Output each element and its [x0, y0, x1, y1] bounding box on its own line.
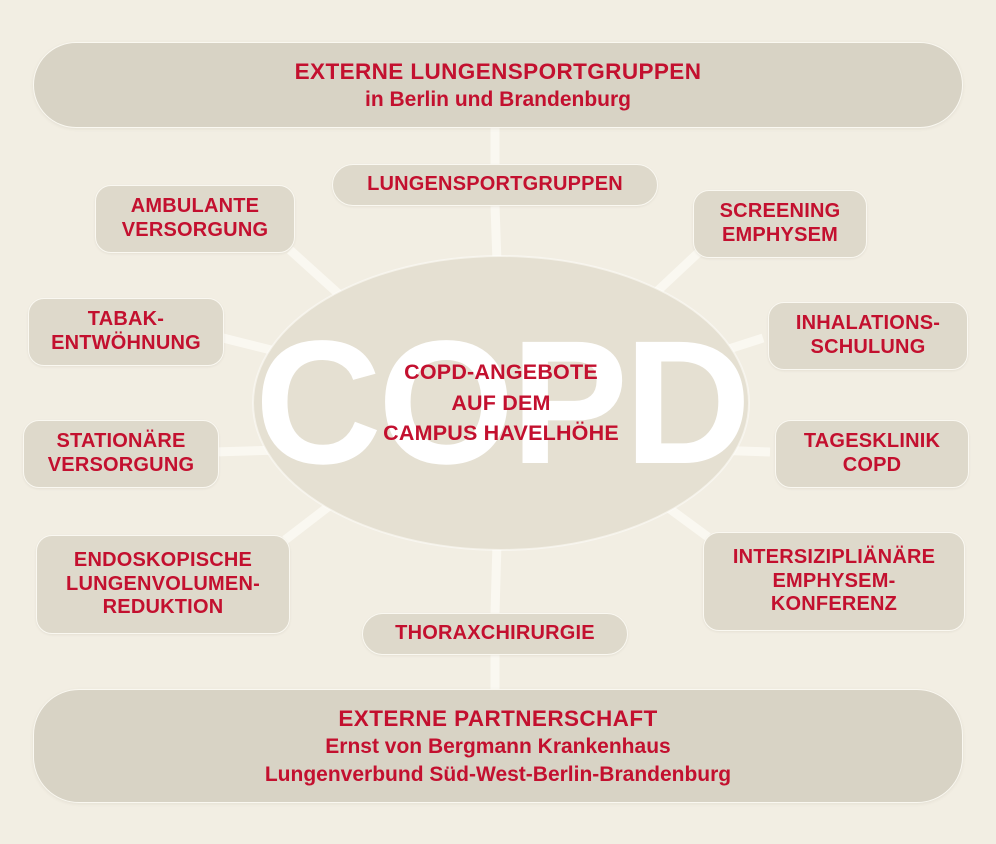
center-line2: AUF DEM: [451, 390, 551, 415]
node-endoskopische-lungenvolumenreduktion[interactable]: ENDOSKOPISCHE LUNGENVOLUMEN- REDUKTION: [36, 535, 290, 634]
node-interdisziplinaere-emphysemkonferenz-line3: KONFERENZ: [770, 593, 898, 616]
center-label: COPD-ANGEBOTE AUF DEM CAMPUS HAVELHÖHE: [254, 257, 748, 549]
node-endoskopische-lungenvolumenreduktion-line1: ENDOSKOPISCHE: [73, 549, 253, 572]
connector-lungensport-center: [490, 205, 502, 263]
node-stationaere-versorgung-line2: VERSORGUNG: [47, 454, 195, 476]
node-endoskopische-lungenvolumenreduktion-line2: LUNGENVOLUMEN-: [66, 572, 260, 595]
node-inhalationsschulung-text: INHALATIONS- SCHULUNG: [796, 312, 940, 359]
node-tagesklinik-copd-text: TAGESKLINIK COPD: [804, 430, 940, 477]
top-banner-line1: EXTERNE LUNGENSPORTGRUPPEN: [294, 58, 702, 84]
bottom-banner-line3: Lungenverbund Süd-West-Berlin-Brandenbur…: [264, 762, 732, 786]
node-ambulante-versorgung-line2: VERSORGUNG: [121, 219, 269, 241]
node-interdisziplinaere-emphysemkonferenz-line1: INTERSIZIPLIÄNÄRE: [732, 546, 936, 569]
copd-watermark-text: COPD: [254, 305, 752, 501]
node-screening-emphysem-line1: SCREENING: [719, 200, 841, 223]
node-tabakentwoehnung-line1: TABAK-: [87, 308, 165, 331]
node-endoskopische-lungenvolumenreduktion-line3: REDUKTION: [102, 596, 224, 619]
banner-externe-lungensportgruppen[interactable]: EXTERNE LUNGENSPORTGRUPPEN in Berlin und…: [33, 42, 963, 128]
node-screening-emphysem-line2: EMPHYSEM: [721, 224, 839, 246]
connector-center-thorax: [490, 542, 502, 614]
bottom-banner-line1: EXTERNE PARTNERSCHAFT: [338, 706, 658, 732]
node-tabakentwoehnung-text: TABAK- ENTWÖHNUNG: [51, 308, 201, 355]
node-tagesklinik-copd-line1: TAGESKLINIK: [803, 430, 941, 453]
node-stationaere-versorgung-text: STATIONÄRE VERSORGUNG: [48, 430, 194, 477]
node-endoskopische-lungenvolumenreduktion-text: ENDOSKOPISCHE LUNGENVOLUMEN- REDUKTION: [66, 549, 260, 620]
node-tagesklinik-copd-line2: COPD: [842, 454, 902, 476]
node-inhalationsschulung[interactable]: INHALATIONS- SCHULUNG: [768, 302, 968, 370]
node-lungensportgruppen-label: LUNGENSPORTGRUPPEN: [367, 173, 623, 196]
node-tabakentwoehnung[interactable]: TABAK- ENTWÖHNUNG: [28, 298, 224, 366]
node-tabakentwoehnung-line2: ENTWÖHNUNG: [51, 332, 201, 354]
node-ambulante-versorgung-text: AMBULANTE VERSORGUNG: [122, 195, 268, 242]
node-stationaere-versorgung-line1: STATIONÄRE: [56, 430, 186, 453]
node-interdisziplinaere-emphysemkonferenz[interactable]: INTERSIZIPLIÄNÄRE EMPHYSEM- KONFERENZ: [703, 532, 965, 631]
node-lungensportgruppen[interactable]: LUNGENSPORTGRUPPEN: [332, 164, 658, 206]
center-ellipse[interactable]: COPD COPD-ANGEBOTE AUF DEM CAMPUS HAVELH…: [253, 256, 752, 550]
center-line3: CAMPUS HAVELHÖHE: [383, 421, 619, 446]
top-banner-line2: in Berlin und Brandenburg: [365, 87, 631, 111]
node-ambulante-versorgung-line1: AMBULANTE: [130, 195, 260, 218]
node-inhalationsschulung-line2: SCHULUNG: [810, 336, 926, 358]
center-line1: COPD-ANGEBOTE: [404, 360, 598, 385]
node-screening-emphysem[interactable]: SCREENING EMPHYSEM: [693, 190, 867, 258]
node-stationaere-versorgung[interactable]: STATIONÄRE VERSORGUNG: [23, 420, 219, 488]
node-ambulante-versorgung[interactable]: AMBULANTE VERSORGUNG: [95, 185, 295, 253]
node-screening-emphysem-text: SCREENING EMPHYSEM: [720, 200, 841, 247]
node-thoraxchirurgie[interactable]: THORAXCHIRURGIE: [362, 613, 628, 655]
node-inhalationsschulung-line1: INHALATIONS-: [795, 312, 941, 335]
node-interdisziplinaere-emphysemkonferenz-line2: EMPHYSEM-: [772, 569, 896, 592]
banner-externe-partnerschaft[interactable]: EXTERNE PARTNERSCHAFT Ernst von Bergmann…: [33, 689, 963, 803]
node-tagesklinik-copd[interactable]: TAGESKLINIK COPD: [775, 420, 969, 488]
node-thoraxchirurgie-label: THORAXCHIRURGIE: [395, 622, 595, 645]
bottom-banner-line2: Ernst von Bergmann Krankenhaus: [325, 735, 671, 759]
node-interdisziplinaere-emphysemkonferenz-text: INTERSIZIPLIÄNÄRE EMPHYSEM- KONFERENZ: [733, 546, 935, 617]
